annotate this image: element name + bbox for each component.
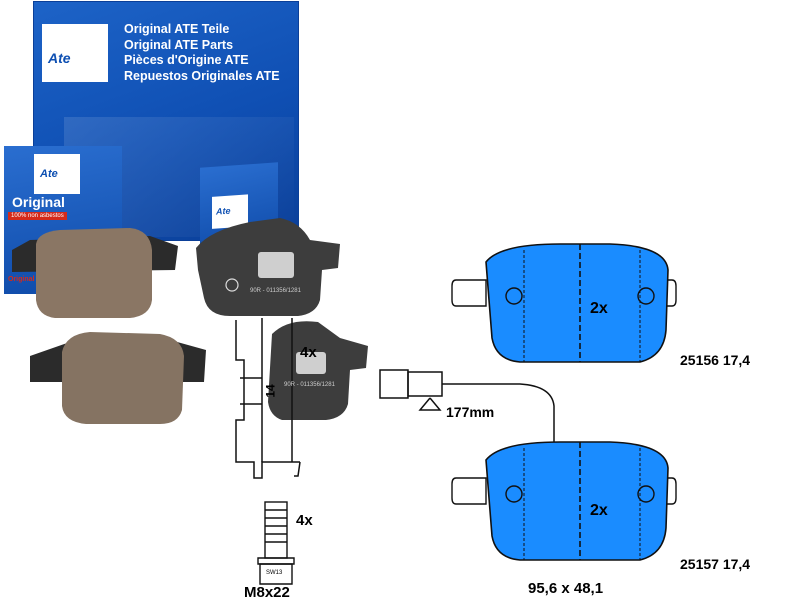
clip-dim: 14	[263, 384, 278, 398]
sensor-length: 177mm	[446, 404, 495, 420]
small-box-title: Original	[12, 194, 65, 210]
rear-pad-code: 25157 17,4	[680, 556, 751, 572]
ate-logo-small-text: Ate	[40, 168, 58, 180]
bolt-qty: 4x	[296, 512, 313, 529]
box-line-fr: Pièces d'Origine ATE	[124, 53, 249, 67]
ate-logo	[42, 24, 108, 82]
box-text-lines: Original ATE Teile Original ATE Parts Pi…	[124, 22, 304, 84]
small-box-footer: Original	[8, 276, 35, 283]
rear-pad-drawing	[451, 441, 677, 561]
pad-stamp-top: 90R - 011356/1281	[250, 288, 301, 294]
clip-line-drawing	[235, 318, 301, 479]
wear-sensor	[379, 369, 555, 448]
clip-qty: 4x	[300, 344, 317, 361]
rear-pad-qty: 2x	[590, 502, 608, 519]
bolt-wrench: SW13	[266, 570, 283, 576]
front-pad-code: 25156 17,4	[680, 352, 751, 368]
small-box-tag: 100% non asbestos	[8, 212, 67, 220]
ate-logo-small	[34, 154, 80, 194]
box-line-de: Original ATE Teile	[124, 22, 230, 36]
front-pad-qty: 2x	[590, 300, 608, 317]
rear-pad-dims: 95,6 x 48,1	[528, 580, 604, 597]
ate-logo-text: Ate	[48, 50, 71, 66]
photo-pad-bottom-center	[268, 321, 368, 420]
box-line-es: Repuestos Originales ATE	[124, 68, 280, 83]
pad-stamp-bottom: 90R - 011356/1281	[284, 382, 335, 388]
photo-pad-top-center	[196, 218, 340, 316]
photo-pad-top-left	[12, 228, 178, 318]
bolt-size: M8x22	[244, 584, 290, 601]
bolt-drawing	[257, 501, 295, 585]
front-pad-drawing	[451, 243, 677, 363]
photo-pad-bottom-left	[30, 332, 206, 424]
box-line-en: Original ATE Parts	[124, 37, 234, 52]
right-box-fragment: Fr	[178, 240, 188, 251]
